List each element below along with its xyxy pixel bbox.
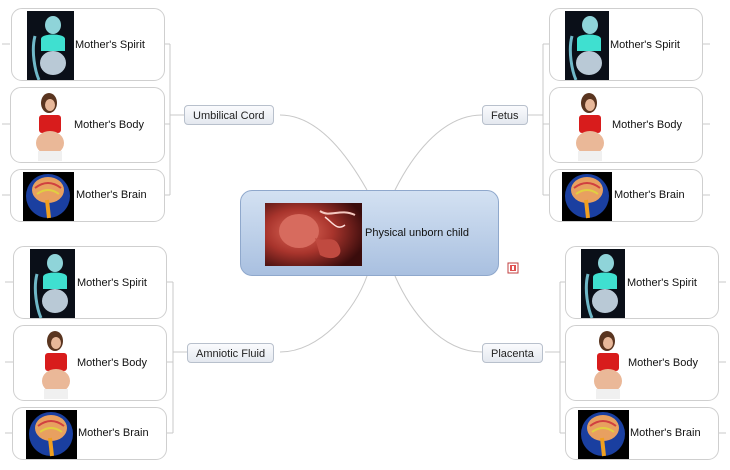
body-image [29, 91, 71, 161]
brain-image [578, 410, 629, 459]
card-mothers-body[interactable]: Mother's Body [13, 325, 167, 401]
branch-placenta[interactable]: Placenta [482, 343, 543, 363]
note-icon[interactable] [507, 262, 519, 274]
card-label: Mother's Spirit [77, 277, 147, 289]
spirit-image [565, 11, 609, 80]
brain-image [562, 172, 612, 221]
spirit-image [30, 249, 75, 318]
card-mothers-brain[interactable]: Mother's Brain [10, 169, 165, 222]
body-image [36, 329, 76, 399]
central-topic[interactable]: Physical unborn child [240, 190, 499, 276]
card-label: Mother's Body [74, 119, 144, 131]
card-mothers-body[interactable]: Mother's Body [565, 325, 719, 401]
card-label: Mother's Body [612, 119, 682, 131]
card-label: Mother's Spirit [627, 277, 697, 289]
card-mothers-brain[interactable]: Mother's Brain [549, 169, 703, 222]
body-image [571, 91, 609, 161]
card-mothers-spirit[interactable]: Mother's Spirit [549, 8, 703, 81]
central-topic-label: Physical unborn child [365, 227, 469, 239]
card-label: Mother's Brain [76, 189, 147, 201]
body-image [588, 329, 628, 399]
card-mothers-spirit[interactable]: Mother's Spirit [11, 8, 165, 81]
spirit-image [581, 249, 625, 318]
card-mothers-body[interactable]: Mother's Body [10, 87, 165, 163]
card-label: Mother's Spirit [75, 39, 145, 51]
card-label: Mother's Brain [630, 427, 701, 439]
embryo-image [265, 203, 362, 266]
card-mothers-brain[interactable]: Mother's Brain [12, 407, 167, 460]
card-mothers-brain[interactable]: Mother's Brain [565, 407, 719, 460]
card-label: Mother's Brain [614, 189, 685, 201]
spirit-image [27, 11, 74, 80]
card-mothers-spirit[interactable]: Mother's Spirit [565, 246, 719, 319]
brain-image [23, 172, 74, 221]
card-label: Mother's Spirit [610, 39, 680, 51]
card-label: Mother's Body [628, 357, 698, 369]
branch-umbilical-cord[interactable]: Umbilical Cord [184, 105, 274, 125]
card-mothers-spirit[interactable]: Mother's Spirit [13, 246, 167, 319]
card-label: Mother's Body [77, 357, 147, 369]
branch-amniotic-fluid[interactable]: Amniotic Fluid [187, 343, 275, 363]
branch-fetus[interactable]: Fetus [482, 105, 528, 125]
card-mothers-body[interactable]: Mother's Body [549, 87, 703, 163]
card-label: Mother's Brain [78, 427, 149, 439]
brain-image [26, 410, 77, 459]
